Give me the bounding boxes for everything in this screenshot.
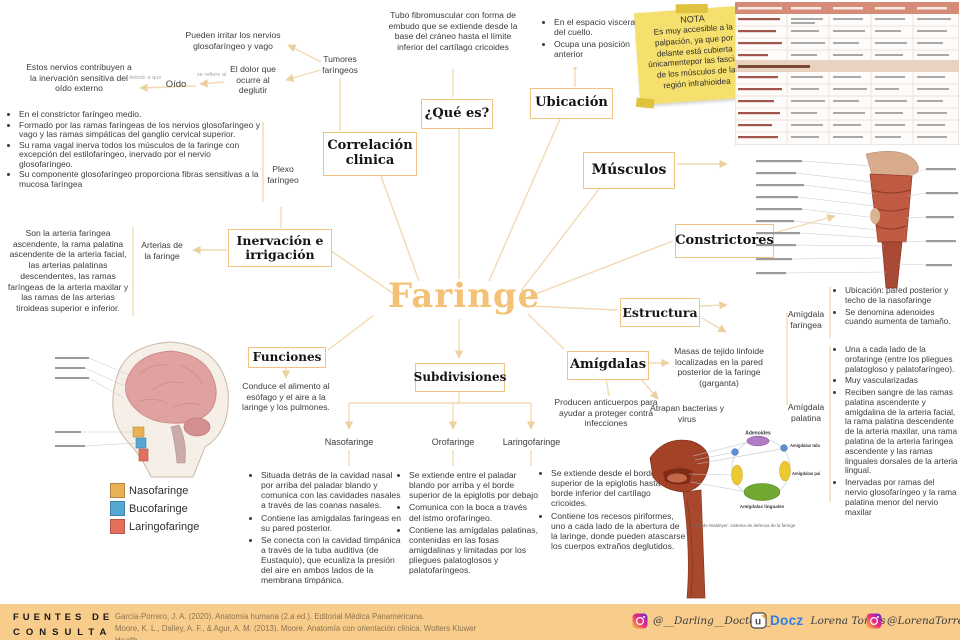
list-item: En el espacio visceral del cuello. (554, 17, 641, 37)
list-item: Su rama vagal inerva todos los músculos … (19, 140, 260, 170)
head-sagittal-figure (55, 341, 229, 478)
plexo-bullet-list: En el constrictor faríngeo medio. Formad… (8, 109, 260, 190)
list-item: Reciben sangre de las ramas palatina asc… (845, 387, 958, 476)
constrictores-box: Constrictores (675, 224, 774, 258)
oido-node: Oído (165, 79, 187, 90)
list-item: Se conecta con la cavidad timpánica a tr… (261, 535, 402, 586)
funciones-box: Funciones (248, 347, 326, 368)
list-item: Se extiende entre el paladar blando por … (409, 470, 540, 500)
svg-text:u: u (755, 617, 761, 628)
citation-1: García-Porrero, J. A. (2020). Anatomía h… (115, 612, 425, 621)
note-tape-bottom (635, 97, 655, 109)
legend-label: Nasofaringe (129, 484, 189, 497)
masas-tejido-text: Masas de tejido linfoide localizadas en … (674, 346, 764, 389)
handle-text: @LorenaTorresM (887, 615, 960, 627)
instagram-handle-1: @__Darling__Doctor__ (632, 613, 771, 629)
legend-label: Laringofaringe (129, 520, 200, 533)
list-item: Ubicación: pared posterior y techo de la… (845, 285, 958, 306)
list-item: Situada detrás de la cavidad nasal por a… (261, 470, 402, 511)
dolor-deglutir-text: El dolor que ocurre al deglutir (230, 64, 276, 96)
nervios-oido-text: Estos nervios contribuyen a la inervació… (26, 62, 132, 94)
legend-item-laringofaringe: Laringofaringe (110, 519, 199, 534)
amigdalas-box: Amígdalas (567, 351, 649, 380)
atrapan-text: Atrapan bacterias y virus (649, 403, 725, 424)
arterias-faringe-label: Arterias de la faringe (141, 240, 183, 261)
legend-item-nasofaringe: Nasofaringe (110, 483, 199, 498)
list-item: Formado por las ramas faríngeas de los n… (19, 120, 260, 140)
debido-a-que-label: debido a que (129, 75, 162, 81)
subdivisiones-box: Subdivisiones (414, 363, 506, 392)
tumores-faringeos-label: Tumores faríngeos (322, 54, 358, 75)
amigdala-palatina-label: Amígdala palatina (787, 402, 825, 423)
amigdala-faringea-bullet-list: Ubicación: pared posterior y techo de la… (834, 285, 958, 329)
laringofaringe-label: Laringofaringe (502, 437, 561, 447)
citations: García-Porrero, J. A. (2020). Anatomía h… (115, 611, 495, 640)
orofaringe-bullet-list: Se extiende entre el paladar blando por … (398, 470, 540, 577)
nasofaringe-swatch (110, 483, 125, 498)
fuentes-title-line2: CONSULTA (13, 627, 113, 639)
producen-text: Producen anticuerpos para ayudar a prote… (554, 397, 658, 429)
amigdalas-linguales-label: Amígdalas linguales (740, 504, 785, 509)
handle-text: @__Darling__Doctor__ (653, 615, 772, 627)
list-item: En el constrictor faríngeo medio. (19, 109, 260, 120)
bucofaringe-swatch (110, 501, 125, 516)
legend-item-bucofaringe: Bucofaringe (110, 501, 199, 516)
legend-label: Bucofaringe (129, 502, 188, 515)
list-item: Contiene las amígdalas faríngeas en su p… (261, 513, 402, 533)
list-item: Ocupa una posición anterior (554, 39, 641, 59)
nasofaringe-label: Nasofaringe (324, 437, 374, 447)
amigdalas-palatinas-label: Amígdalas palatinas (792, 471, 820, 476)
que-es-box: ¿Qué es? (421, 99, 493, 129)
instagram-icon (632, 613, 648, 629)
waldeyer-caption: Anillo de Waldeyer: sistema de defensa d… (691, 523, 796, 528)
muscle-table-figure (735, 2, 959, 145)
list-item: Contiene los recesos piriformes, uno a c… (551, 511, 686, 552)
list-item: Se denomina adenoides cuando aumenta de … (845, 307, 958, 328)
ubicacion-box: Ubicación (530, 88, 613, 119)
list-item: Comunica con la boca a través del istmo … (409, 502, 540, 522)
laringofaringe-bullet-list: Se extiende desde el borde superior de l… (540, 468, 686, 553)
nasofaringe-bullet-list: Situada detrás de la cavidad nasal por a… (250, 470, 402, 588)
amigdalas-tubaricas-label: Amígdalas tubáricas (790, 443, 820, 448)
list-item: Se extiende desde el borde superior de l… (551, 468, 686, 509)
estructura-box: Estructura (620, 298, 700, 327)
funciones-text: Conduce el alimento al esófago y el aire… (242, 381, 330, 413)
orofaringe-label: Orofaringe (431, 437, 475, 447)
definicion-text: Tubo fibromuscular con forma de embudo q… (388, 10, 518, 53)
note-tape-top (675, 3, 708, 14)
correlacion-clinica-box: Correlación clinica (323, 132, 417, 176)
amigdala-palatina-bullet-list: Una a cada lado de la orofaringe (entre … (834, 344, 958, 519)
udocz-icon: u (750, 612, 767, 629)
instagram-handle-2: @LorenaTorresM (866, 613, 960, 629)
list-item: Una a cada lado de la orofaringe (entre … (845, 344, 958, 374)
list-item: Muy vascularizadas (845, 376, 958, 386)
list-item: Contiene las amígdalas palatinas, conten… (409, 525, 540, 576)
arterias-text: Son la arteria faríngea ascendente, la r… (7, 228, 129, 314)
ubicacion-bullet-list: En el espacio visceral del cuello. Ocupa… (543, 17, 641, 62)
list-item: Inervadas por ramas del nervio glosofarí… (845, 477, 958, 517)
musculos-box: Músculos (583, 152, 675, 189)
se-refiere-label: se refiere al (197, 72, 227, 78)
citation-2: Moore, K. L., Dalley, A. F., & Agur, A. … (115, 624, 477, 640)
fuentes-title: FUENTES DE CONSULTA (13, 610, 163, 640)
instagram-icon (866, 613, 882, 629)
inervacion-irrigacion-box: Inervación e irrigación (228, 229, 332, 267)
list-item: Su componente glosofaríngeo proporciona … (19, 169, 260, 189)
laringofaringe-swatch (110, 519, 125, 534)
adenoides-label: Adenoides (745, 431, 771, 437)
footer-band: FUENTES DE CONSULTA García-Porrero, J. A… (0, 604, 960, 640)
page-title: Faringe (388, 276, 541, 316)
plexo-faringeo-label: Plexo faríngeo (267, 164, 299, 185)
waldeyer-ring-figure: Adenoides Amígdalas tubáricas Amígdalas … (649, 431, 820, 599)
pharynx-legend: Nasofaringe Bucofaringe Laringofaringe (110, 483, 199, 537)
irritar-nervios-text: Pueden irritar los nervios glosofaríngeo… (185, 30, 281, 51)
pharynx-muscles-figure (756, 151, 958, 289)
amigdala-faringea-label: Amígdala faríngea (787, 309, 825, 330)
fuentes-title-line1: FUENTES DE (13, 612, 114, 623)
udocz-wordmark: Docz (770, 613, 804, 628)
